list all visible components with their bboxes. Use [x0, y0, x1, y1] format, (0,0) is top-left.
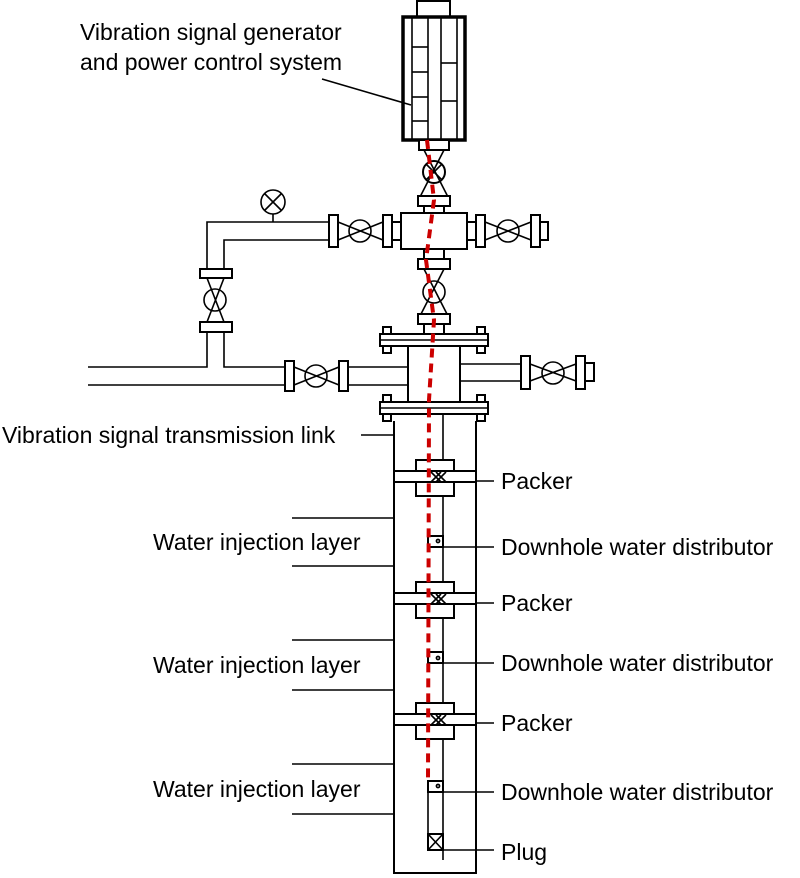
signal-transmission-link [423, 139, 437, 781]
vibration-signal-generator [401, 0, 467, 142]
injection-layer-lines [292, 517, 394, 815]
label-transmission-link: Vibration signal transmission link [2, 422, 336, 448]
label-plug: Plug [501, 839, 547, 865]
label-injection-layer-2: Water injection layer [153, 652, 361, 678]
distributor-2 [427, 651, 444, 664]
casing-right-valve [460, 355, 595, 390]
plug [427, 833, 444, 851]
generator-leader-line [321, 78, 412, 106]
pressure-gauge [260, 189, 286, 222]
label-distributor-1: Downhole water distributor [501, 534, 774, 560]
packer-3 [393, 702, 477, 740]
bypass-valve [88, 268, 286, 386]
label-injection-layer-3: Water injection layer [153, 776, 361, 802]
packer-2 [393, 581, 477, 619]
left-wing-valve [328, 214, 402, 248]
casing-left-valve [284, 360, 408, 392]
casing-head [379, 326, 489, 422]
label-distributor-2: Downhole water distributor [501, 650, 774, 676]
label-packer-2: Packer [501, 590, 573, 616]
distributor-1 [427, 535, 444, 548]
right-leader-lines [361, 434, 494, 851]
packer-1 [393, 459, 477, 497]
right-wing-valve [466, 214, 549, 248]
bypass-pipe [206, 221, 329, 269]
label-generator-line1: Vibration signal generator [80, 19, 342, 45]
label-packer-1: Packer [501, 468, 573, 494]
label-generator-line2: and power control system [80, 49, 342, 75]
label-injection-layer-1: Water injection layer [153, 529, 361, 555]
label-distributor-3: Downhole water distributor [501, 779, 774, 805]
wellhead-cross [400, 212, 468, 250]
label-packer-3: Packer [501, 710, 573, 736]
